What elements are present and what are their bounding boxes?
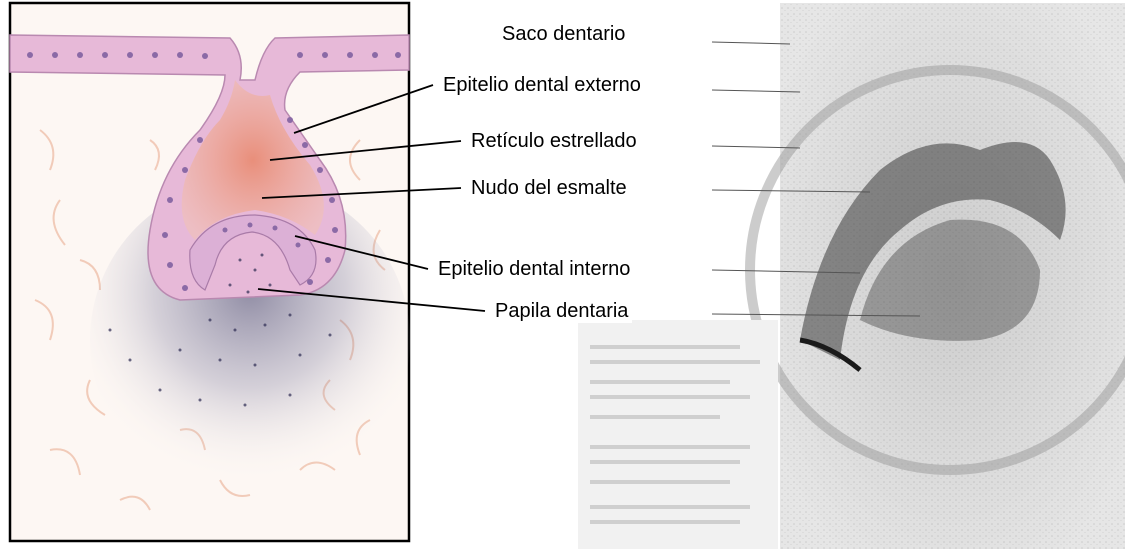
label-reticulo-estrellado: Retículo estrellado — [467, 129, 641, 153]
faded-text-strip — [578, 320, 778, 549]
label-epitelio-externo: Epitelio dental externo — [439, 73, 645, 97]
illustration-panel — [10, 3, 410, 541]
label-papila-dentaria: Papila dentaria — [491, 299, 632, 323]
label-nudo-esmalte: Nudo del esmalte — [467, 176, 631, 200]
histology-panel — [750, 3, 1125, 549]
label-epitelio-interno: Epitelio dental interno — [434, 257, 634, 281]
label-saco-dentario: Saco dentario — [496, 22, 631, 46]
